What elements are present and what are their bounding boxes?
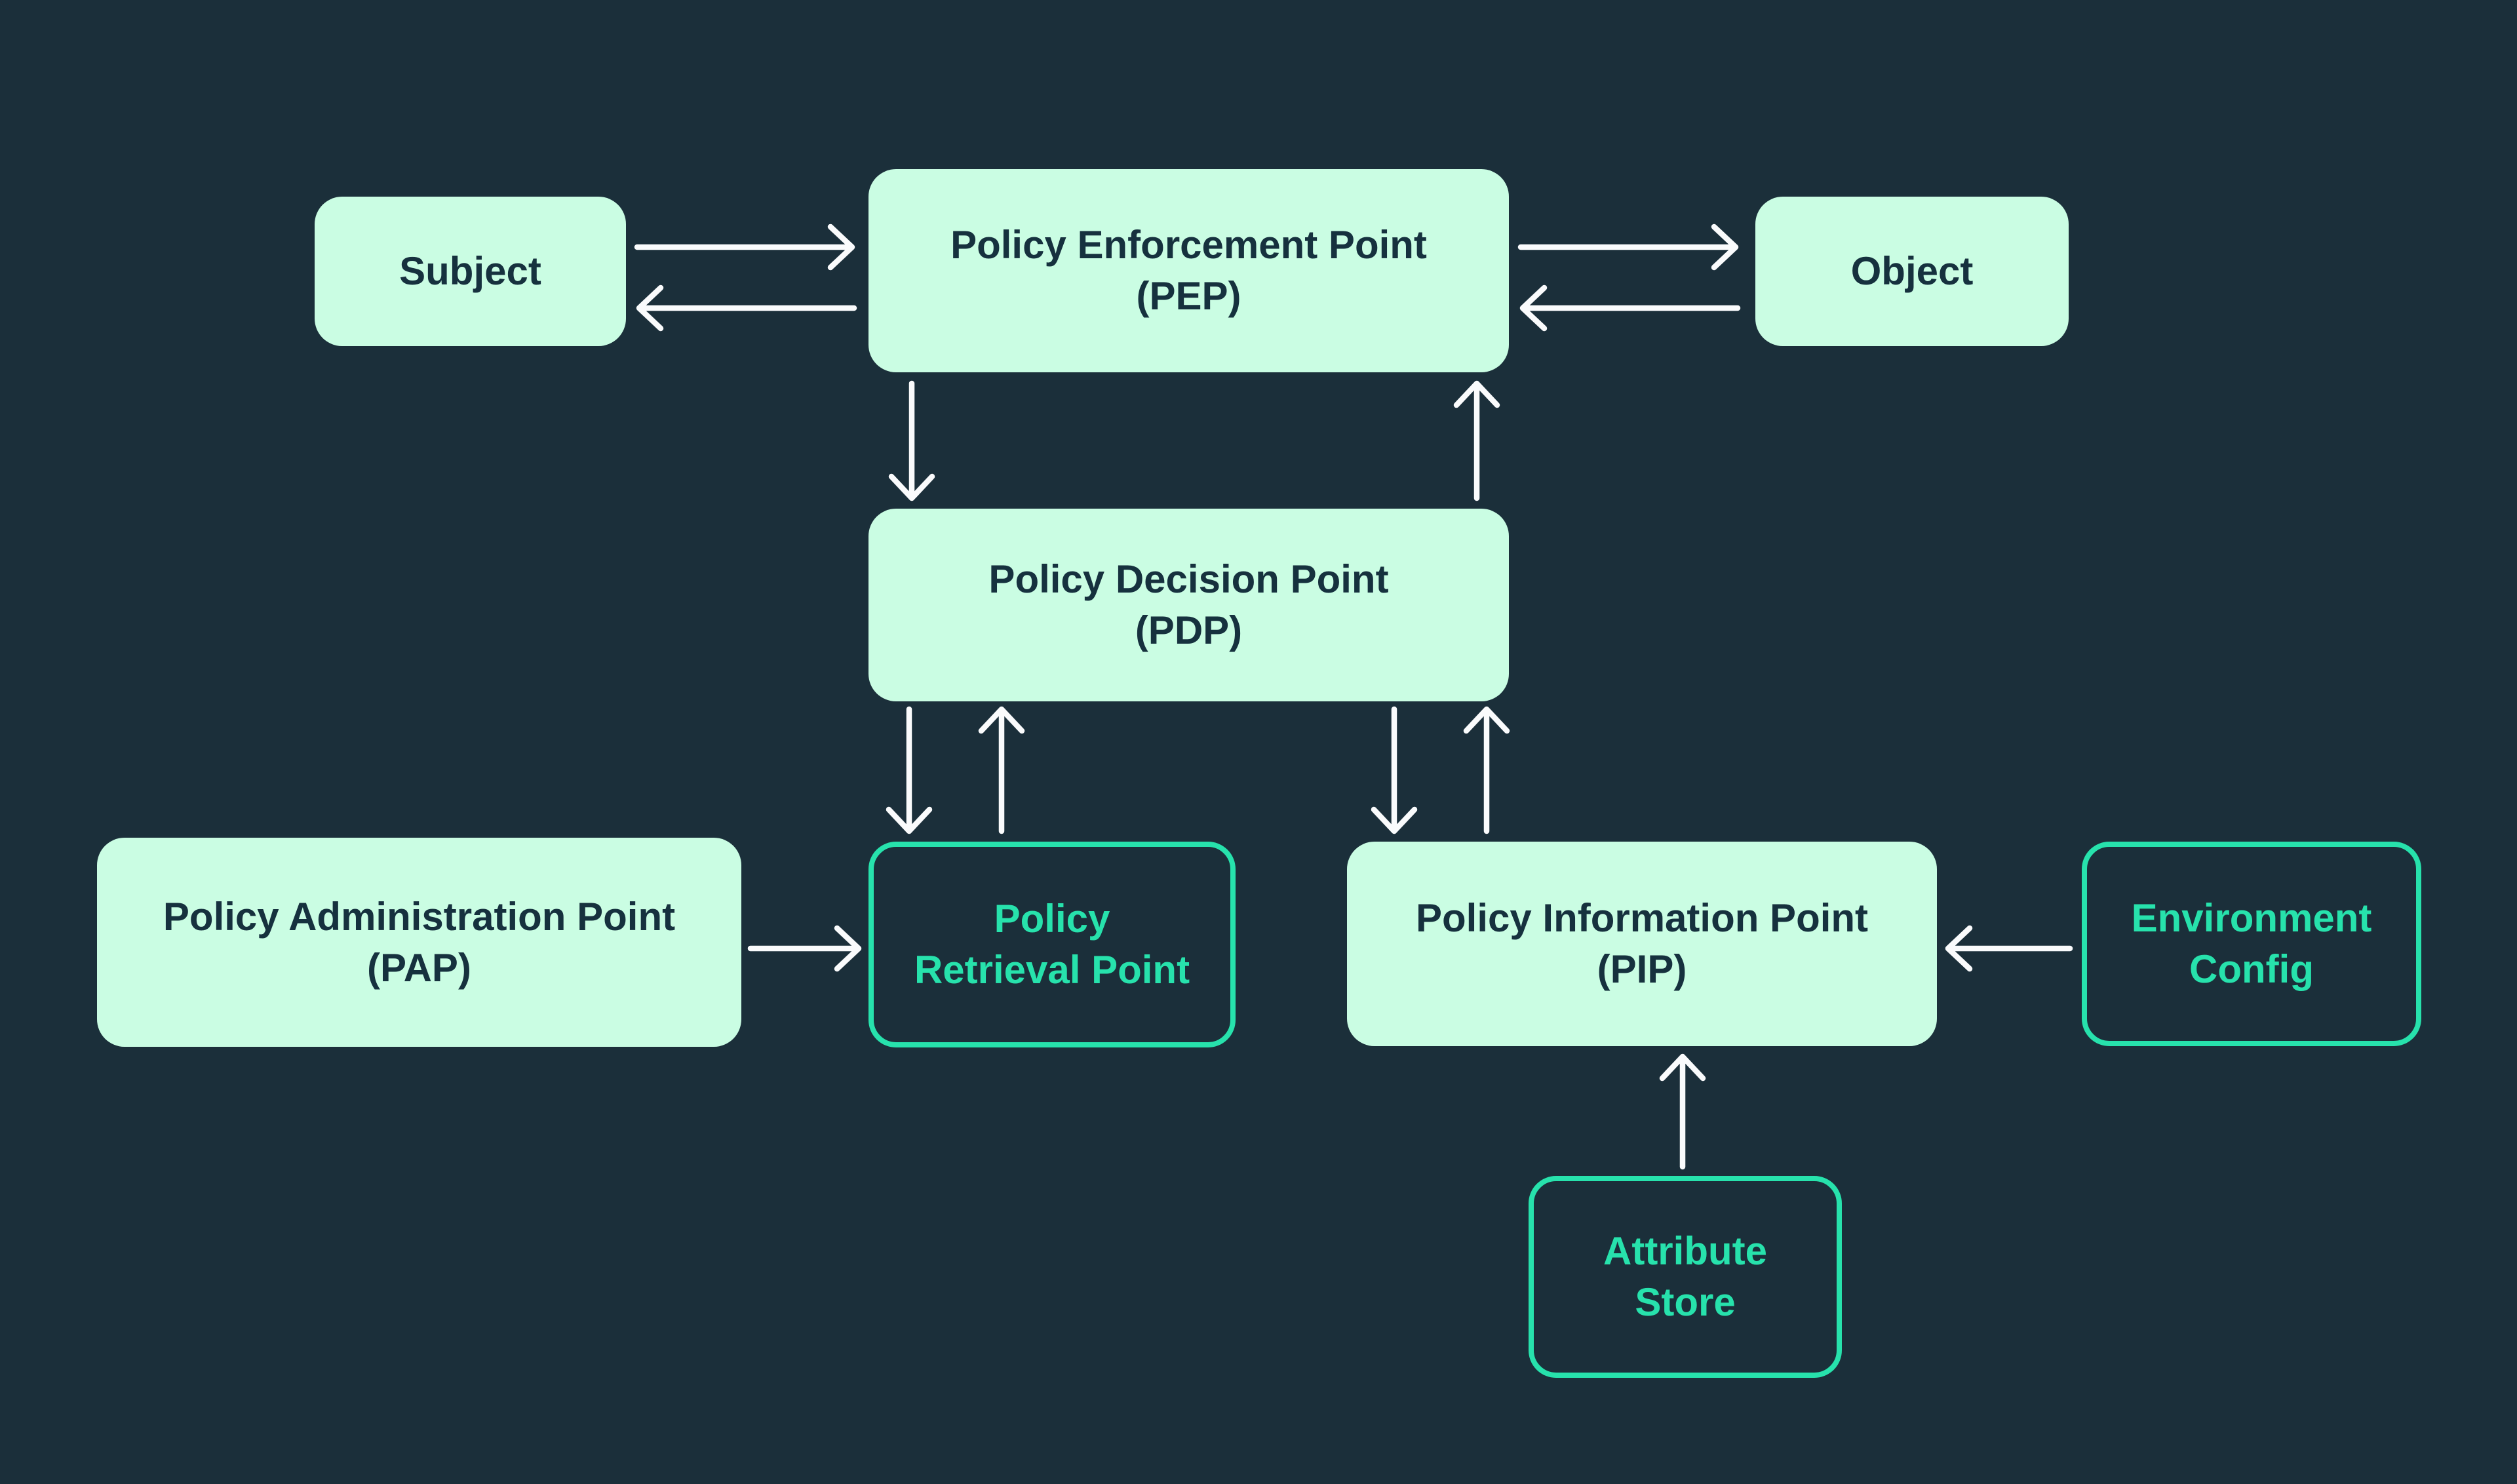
arrow-pdp-to-pip xyxy=(1371,706,1418,834)
arrow-pep-to-subject xyxy=(636,284,857,332)
node-environment-config: Environment Config xyxy=(2082,842,2421,1046)
node-subject-label: Subject xyxy=(399,249,541,293)
arrow-pdp-to-prp xyxy=(886,706,933,834)
arrow-pep-to-pdp xyxy=(888,380,935,501)
node-policy-retrieval-point-label: Policy Retrieval Point xyxy=(914,897,1190,992)
node-subject: Subject xyxy=(315,197,626,346)
node-policy-enforcement-point-label: Policy Enforcement Point (PEP) xyxy=(950,223,1427,318)
node-policy-retrieval-point: Policy Retrieval Point xyxy=(868,842,1236,1047)
arrow-pap-to-prp xyxy=(747,925,862,972)
node-policy-decision-point-label: Policy Decision Point (PDP) xyxy=(988,557,1389,652)
arrow-attr-to-pip xyxy=(1659,1053,1706,1170)
node-attribute-store: Attribute Store xyxy=(1529,1176,1842,1378)
node-object: Object xyxy=(1755,197,2069,346)
arrow-pip-to-pdp xyxy=(1463,706,1510,834)
arrow-env-to-pip xyxy=(1945,925,2073,972)
arrow-object-to-pep xyxy=(1519,284,1741,332)
node-policy-administration-point: Policy Administration Point (PAP) xyxy=(97,838,741,1047)
arrow-prp-to-pdp xyxy=(978,706,1025,834)
node-policy-enforcement-point: Policy Enforcement Point (PEP) xyxy=(868,169,1509,372)
node-policy-administration-point-label: Policy Administration Point (PAP) xyxy=(163,894,676,990)
node-attribute-store-label: Attribute Store xyxy=(1603,1229,1767,1324)
node-policy-decision-point: Policy Decision Point (PDP) xyxy=(868,509,1509,701)
node-object-label: Object xyxy=(1850,249,1974,293)
node-environment-config-label: Environment Config xyxy=(2131,896,2372,991)
node-policy-information-point: Policy Information Point (PIP) xyxy=(1347,842,1937,1046)
node-policy-information-point-label: Policy Information Point (PIP) xyxy=(1415,896,1869,991)
arrow-pdp-to-pep xyxy=(1453,380,1500,501)
arrow-subject-to-pep xyxy=(634,224,855,271)
arrow-pep-to-object xyxy=(1517,224,1739,271)
